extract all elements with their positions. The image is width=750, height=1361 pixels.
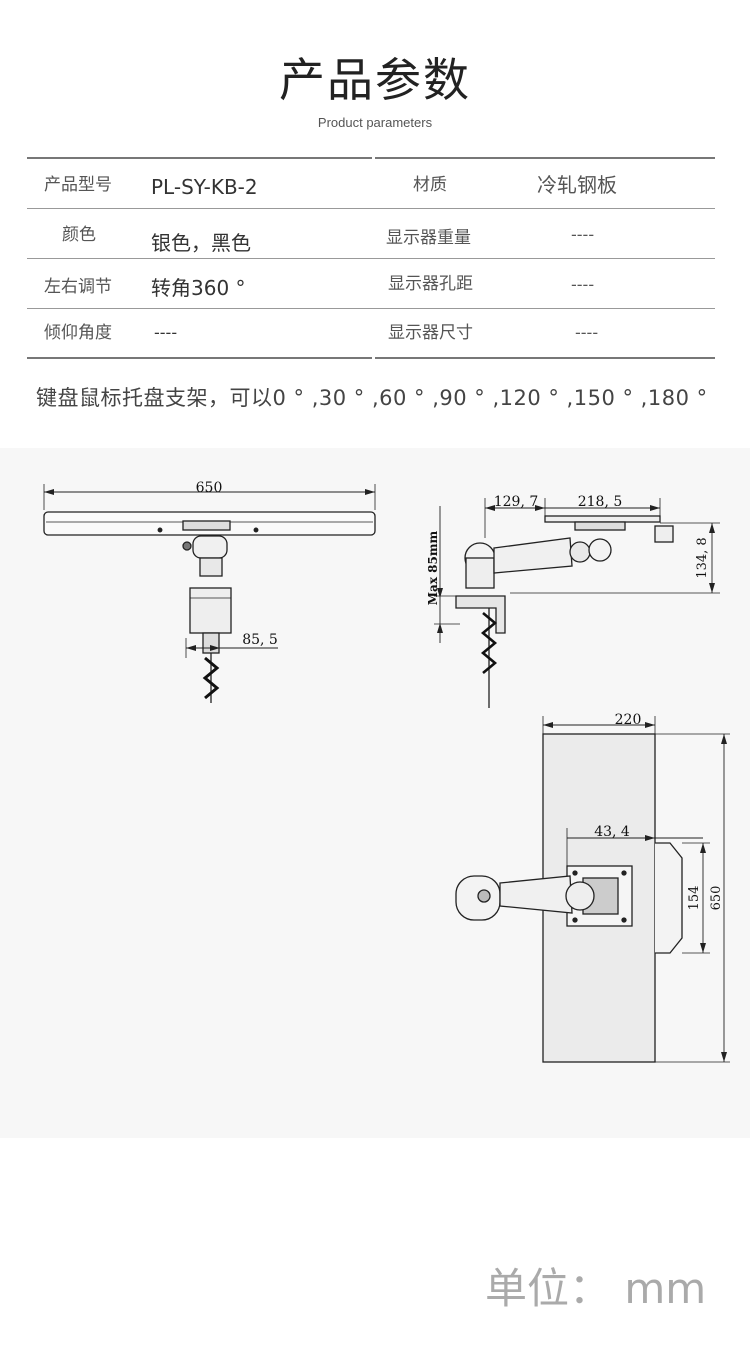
dim-top-offset: 43, 4: [594, 824, 630, 840]
dim-top-handle: 154: [687, 886, 702, 911]
dim-top-length: 650: [709, 886, 724, 911]
top-view-drawing: [455, 716, 730, 1063]
spec-value: 银色，黑色: [151, 231, 251, 255]
table-row-divider: [27, 208, 715, 209]
spec-label: 显示器孔距: [388, 274, 473, 294]
dim-top-width: 220: [615, 712, 642, 728]
spec-label: 显示器尺寸: [388, 323, 473, 343]
page-subtitle: Product parameters: [317, 115, 433, 130]
table-bottom-rule: [375, 357, 715, 359]
dim-side-height: 134, 8: [695, 537, 710, 578]
spec-value: 冷轧钢板: [537, 173, 617, 197]
dim-side-depth-a: 129, 7: [494, 494, 539, 510]
dim-side-depth-b: 218, 5: [578, 494, 623, 510]
dim-front-clamp: 85, 5: [242, 632, 278, 648]
table-top-rule: [27, 157, 372, 159]
spec-value: ----: [154, 323, 178, 342]
spec-label: 左右调节: [44, 277, 112, 297]
unit-label: 单位： mm: [485, 1264, 707, 1313]
side-view-drawing: [434, 498, 720, 708]
spec-label: 显示器重量: [386, 228, 471, 248]
spec-label: 材质: [413, 175, 447, 195]
table-row-divider: [27, 308, 715, 309]
spec-value: ----: [575, 323, 599, 342]
table-bottom-rule: [27, 357, 372, 359]
spec-label: 产品型号: [44, 175, 112, 195]
dim-front-width: 650: [196, 480, 223, 496]
table-top-rule: [375, 157, 715, 159]
spec-label: 颜色: [62, 225, 96, 245]
technical-drawing-area: 650 85, 5: [0, 448, 750, 1138]
dimension-drawings: 650 85, 5: [43, 480, 730, 1063]
dim-side-max: Max 85mm: [426, 530, 440, 605]
front-view-drawing: [43, 484, 376, 703]
spec-value: 转角360 °: [151, 276, 246, 300]
spec-value: ----: [571, 225, 595, 244]
spec-value: PL-SY-KB-2: [151, 175, 258, 199]
rotation-note: 键盘鼠标托盘支架，可以0 ° ,30 ° ,60 ° ,90 ° ,120 ° …: [36, 386, 708, 410]
spec-label: 倾仰角度: [44, 323, 112, 343]
page-title: 产品参数: [279, 53, 471, 107]
spec-table: 产品型号 PL-SY-KB-2 材质 冷轧钢板 颜色 银色，黑色 显示器重量 -…: [27, 157, 715, 359]
table-row-divider: [27, 258, 715, 259]
spec-value: ----: [571, 275, 595, 294]
